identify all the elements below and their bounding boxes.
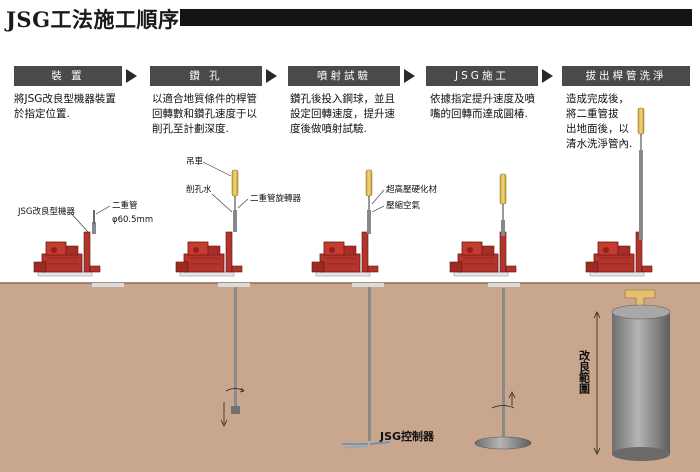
step-arrow-icon xyxy=(542,69,553,83)
step-5-label: 拔出桿管洗淨 xyxy=(562,66,690,86)
step-2-description: 以適合地質條件的桿管 回轉數和鑽孔速度于以 削孔至計劃深度. xyxy=(152,93,257,135)
step-1-description: 將JSG改良型機器裝置 於指定位置. xyxy=(14,93,116,120)
double-pipe-label: 二重管 xyxy=(112,200,138,211)
improved-column xyxy=(612,312,670,454)
rotation-arrow-icon xyxy=(225,388,245,392)
hardener-label: 超高壓硬化材 xyxy=(386,184,438,195)
pipe-jsg xyxy=(502,288,505,440)
step-4-scene xyxy=(449,173,532,450)
soil-ground xyxy=(0,283,700,472)
rotation-arrow-icon xyxy=(491,405,515,409)
swivel-label: 二重管旋轉器 xyxy=(250,193,302,204)
improve-range-label: 改良範圍 xyxy=(578,349,591,395)
jet-disc xyxy=(474,436,532,450)
step-3-label: 噴射試驗 xyxy=(288,66,400,86)
step-5-description: 造成完成後， 將二重管拔 出地面後，以 清水洗淨管內. xyxy=(566,93,633,150)
step-3-description: 鑽孔後投入鋼球，並且 設定回轉速度，提升速 度後做噴射試驗. xyxy=(290,93,395,135)
step-4-label: JSG施工 xyxy=(426,66,538,86)
controller-label: JSG控制器 xyxy=(379,429,435,443)
drill-water-label: 削孔水 xyxy=(186,184,212,195)
page-title: JSG工法施工順序 xyxy=(6,7,180,32)
pipe-drilling xyxy=(234,283,237,411)
title-bar-decoration xyxy=(180,9,692,26)
step-1-label: 裝 置 xyxy=(14,66,122,86)
step-5-scene: 改良範圍 xyxy=(578,107,671,461)
step-arrow-icon xyxy=(126,69,137,83)
step-2-scene: 吊車 削孔水 二重管旋轉器 xyxy=(175,156,302,427)
step-arrow-icon xyxy=(266,69,277,83)
step-1-scene: JSG改良型機器 二重管 φ60.5mm xyxy=(17,200,153,287)
step-arrow-icon xyxy=(404,69,415,83)
machine-label: JSG改良型機器 xyxy=(17,206,75,217)
crane-label: 吊車 xyxy=(186,156,204,167)
step-3-scene: 超高壓硬化材 壓縮空氣 JSG控制器 xyxy=(311,169,438,449)
air-label: 壓縮空氣 xyxy=(386,200,421,211)
step-4-description: 依據指定提升速度及噴 嘴的回轉而達成圓椿. xyxy=(430,93,535,120)
pipe-jet-test xyxy=(368,283,371,441)
step-2-label: 鑽 孔 xyxy=(150,66,262,86)
diameter-label: φ60.5mm xyxy=(112,215,153,225)
